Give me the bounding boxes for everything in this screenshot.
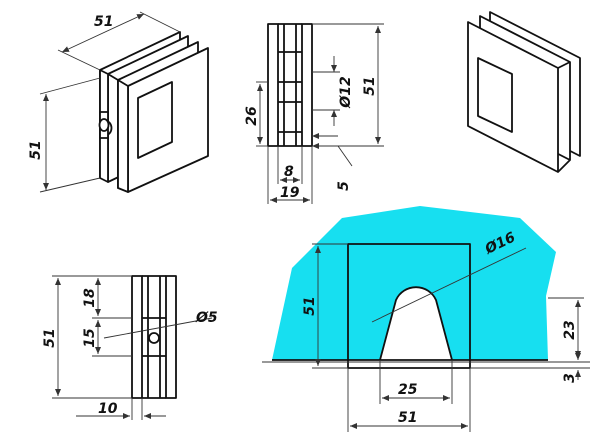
isometric-view-back [467, 11, 581, 173]
front-view: 51 18 15 Ø5 10 [42, 275, 218, 420]
side-hole-dia-label: Ø12 [338, 76, 354, 108]
front-height-label: 51 [42, 328, 58, 347]
side-width-label: 19 [280, 185, 300, 201]
cut-right-label: 23 [562, 320, 578, 339]
side-height-label: 51 [362, 76, 378, 95]
side-view: 51 Ø12 26 8 19 5 [244, 23, 384, 204]
side-gap-label: 5 [336, 181, 352, 191]
cut-width-label: 51 [398, 410, 417, 426]
cut-inner-width-label: 25 [398, 382, 418, 398]
cut-height-label: 51 [302, 296, 318, 315]
front-hole-dia-label: Ø5 [195, 310, 218, 326]
front-upper-label: 18 [82, 288, 98, 308]
glass-cutout-view: Ø16 51 23 3 25 51 [262, 206, 590, 432]
cut-offset-label: 3 [562, 373, 578, 383]
front-mid-label: 15 [82, 328, 98, 348]
iso-width-label: 51 [94, 14, 113, 30]
side-inner-label: 8 [284, 164, 294, 180]
side-upper-label: 26 [244, 106, 260, 126]
glass-panel [272, 206, 556, 360]
isometric-view: 51 51 [28, 11, 209, 193]
front-depth-label: 10 [98, 401, 118, 417]
iso-height-label: 51 [28, 140, 44, 159]
